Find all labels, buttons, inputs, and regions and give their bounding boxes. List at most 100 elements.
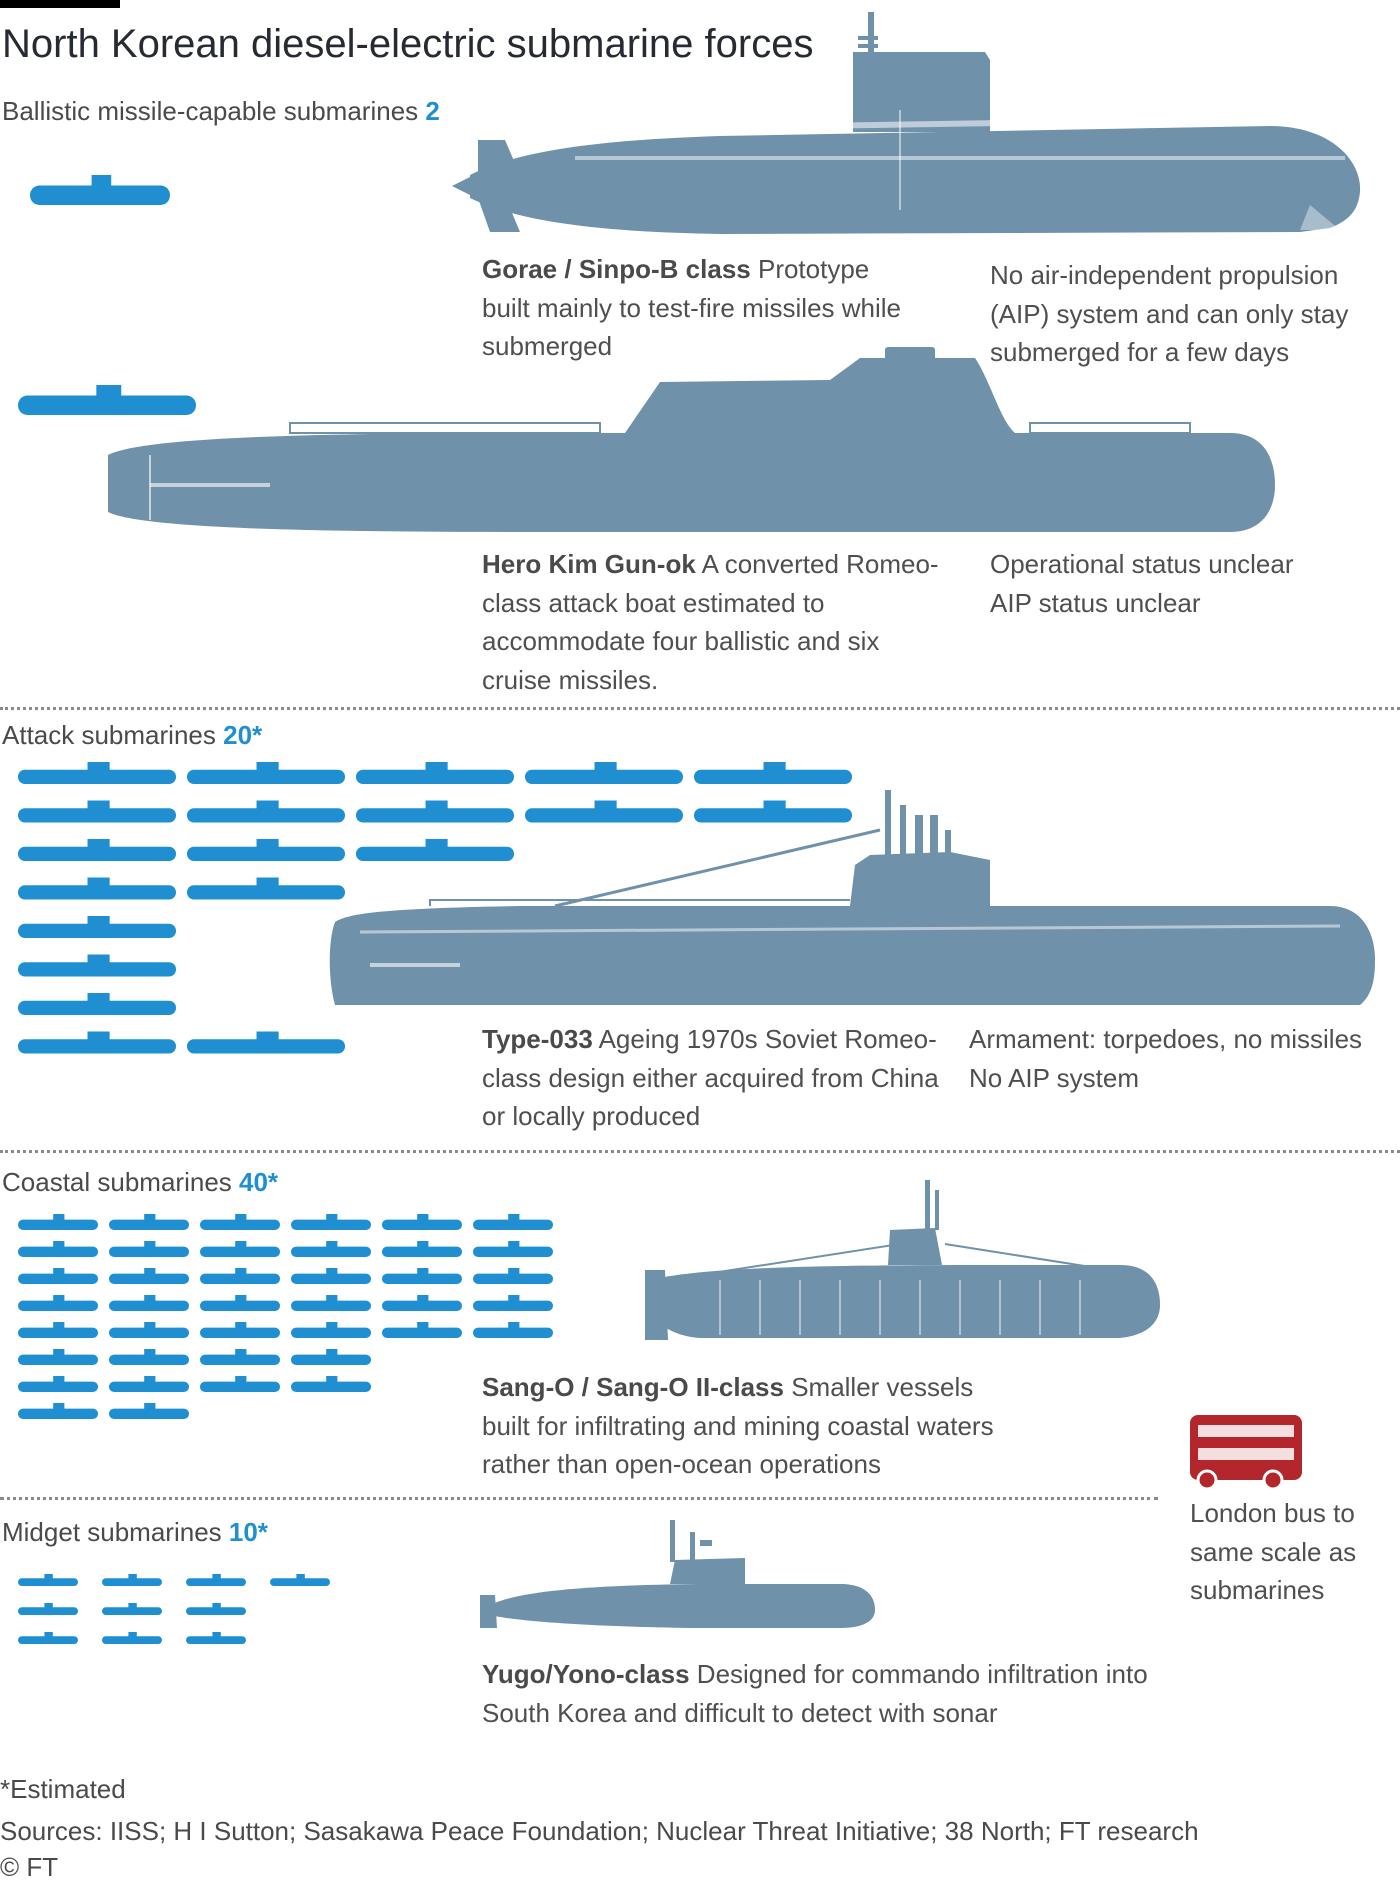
coastal-submarine-icon xyxy=(109,1241,189,1257)
attack-submarine-icon xyxy=(356,762,514,784)
note-line: Operational status unclear xyxy=(990,549,1294,579)
class-description-yugo: Yugo/Yono-class Designed for commando in… xyxy=(482,1655,1162,1732)
midget-submarine-icon xyxy=(18,1632,78,1644)
coastal-submarine-icon xyxy=(291,1241,371,1257)
london-bus-icon xyxy=(1190,1415,1302,1491)
coastal-submarine-icon xyxy=(109,1214,189,1230)
section-label: Attack submarines xyxy=(2,720,216,750)
class-name: Type-033 xyxy=(482,1024,593,1054)
coastal-submarine-icon xyxy=(382,1214,462,1230)
coastal-submarine-icon xyxy=(382,1241,462,1257)
section-divider xyxy=(0,707,1400,710)
class-name: Hero Kim Gun-ok xyxy=(482,549,696,579)
coastal-submarine-icon xyxy=(18,1295,98,1311)
footnote: *Estimated xyxy=(0,1774,126,1804)
coastal-submarine-icon xyxy=(473,1268,553,1284)
coastal-submarine-icon xyxy=(473,1322,553,1338)
attack-submarine-icon xyxy=(187,877,345,900)
class-text: A converted Romeo-class attack boat esti… xyxy=(482,549,939,695)
midget-submarine-icon xyxy=(18,1603,78,1615)
class-name: Gorae / Sinpo-B class xyxy=(482,254,751,284)
midget-submarine-icon xyxy=(102,1632,162,1644)
midget-submarine-icon xyxy=(102,1603,162,1615)
attack-submarine-icon xyxy=(187,762,345,784)
coastal-submarine-icon xyxy=(109,1268,189,1284)
note-line: Armament: torpedoes, no missiles xyxy=(969,1024,1363,1054)
coastal-submarine-icon xyxy=(109,1322,189,1338)
note-line: No AIP system xyxy=(969,1062,1140,1093)
section-count: 40* xyxy=(239,1167,279,1197)
coastal-submarine-icon xyxy=(382,1322,462,1338)
class-name: Sang-O / Sang-O II-class xyxy=(482,1372,784,1402)
midget-submarine-icon xyxy=(102,1574,162,1586)
attack-submarine-icon xyxy=(694,800,852,823)
coastal-submarine-icon xyxy=(109,1376,189,1392)
section-heading-attack: Attack submarines 20* xyxy=(2,720,262,751)
attack-submarine-icon xyxy=(694,762,852,784)
class-description-sang-o: Sang-O / Sang-O II-class Smaller vessels… xyxy=(482,1368,1022,1484)
section-label: Coastal submarines xyxy=(2,1167,232,1197)
attack-submarine-icon xyxy=(18,762,176,784)
attack-submarine-icon xyxy=(187,800,345,823)
section-label: Ballistic missile-capable submarines xyxy=(2,96,419,126)
midget-submarine-icon xyxy=(18,1574,78,1586)
attack-submarine-icon xyxy=(187,839,345,861)
page-title: North Korean diesel-electric submarine f… xyxy=(2,22,814,66)
ballistic-submarine-icon xyxy=(30,175,170,205)
section-label: Midget submarines xyxy=(2,1517,222,1547)
class-note-gorae: No air-independent propulsion (AIP) syst… xyxy=(990,260,1349,367)
coastal-submarine-icon xyxy=(18,1376,98,1392)
coastal-submarine-icon xyxy=(200,1295,280,1311)
coastal-submarine-icon xyxy=(291,1349,371,1365)
midget-submarine-icon xyxy=(186,1574,246,1586)
coastal-submarine-icon xyxy=(473,1295,553,1311)
attack-submarine-icon xyxy=(18,954,176,977)
coastal-submarine-icon xyxy=(18,1268,98,1284)
midget-submarine-icon xyxy=(270,1574,330,1586)
type-033-submarine-illustration xyxy=(329,790,1375,1005)
class-text: Smaller vessels built for infiltrating a… xyxy=(482,1372,994,1479)
credit: © FT xyxy=(0,1852,59,1882)
coastal-submarine-icon xyxy=(200,1376,280,1392)
coastal-submarine-icon xyxy=(200,1268,280,1284)
gorae-submarine-illustration xyxy=(452,12,1361,234)
coastal-submarine-icon xyxy=(18,1349,98,1365)
sang-o-submarine-illustration xyxy=(645,1180,1160,1340)
coastal-submarine-icon xyxy=(382,1295,462,1311)
coastal-submarine-icon xyxy=(291,1268,371,1284)
class-text: Prototype built mainly to test-fire miss… xyxy=(482,254,902,361)
section-heading-midget: Midget submarines 10* xyxy=(2,1517,268,1548)
class-description-gorae: Gorae / Sinpo-B class Prototype built ma… xyxy=(482,250,922,366)
coastal-submarine-icon xyxy=(291,1295,371,1311)
class-name: Yugo/Yono-class xyxy=(482,1659,690,1689)
section-count: 10* xyxy=(228,1517,268,1547)
attack-submarine-icon xyxy=(18,1031,176,1054)
midget-submarine-icon xyxy=(186,1603,246,1615)
coastal-submarine-icon xyxy=(473,1214,553,1230)
section-heading-coastal: Coastal submarines 40* xyxy=(2,1167,278,1198)
section-divider xyxy=(0,1150,1400,1153)
coastal-submarine-icon xyxy=(109,1295,189,1311)
section-count: 20* xyxy=(223,720,263,750)
bus-caption: London bus to same scale as submarines xyxy=(1190,1498,1357,1605)
coastal-submarine-icon xyxy=(200,1241,280,1257)
attack-submarine-icon xyxy=(525,800,683,823)
attack-submarine-icon xyxy=(18,800,176,823)
note-line: AIP status unclear xyxy=(990,587,1201,618)
coastal-submarine-icon xyxy=(291,1214,371,1230)
coastal-submarine-icon xyxy=(18,1322,98,1338)
yugo-submarine-illustration xyxy=(480,1520,875,1628)
top-rule xyxy=(0,0,120,8)
attack-submarine-icon xyxy=(356,800,514,823)
class-note-hero-kim: Operational status unclear AIP status un… xyxy=(990,545,1390,622)
section-count: 2 xyxy=(425,96,440,126)
coastal-submarine-icon xyxy=(291,1376,371,1392)
coastal-submarine-icon xyxy=(18,1241,98,1257)
class-text: Designed for commando infiltration into … xyxy=(482,1659,1148,1728)
hero-kim-submarine-illustration xyxy=(108,347,1275,532)
coastal-submarine-icon xyxy=(18,1214,98,1230)
coastal-submarine-icon xyxy=(109,1403,189,1419)
coastal-submarine-icon xyxy=(291,1322,371,1338)
attack-submarine-icon xyxy=(18,993,176,1015)
